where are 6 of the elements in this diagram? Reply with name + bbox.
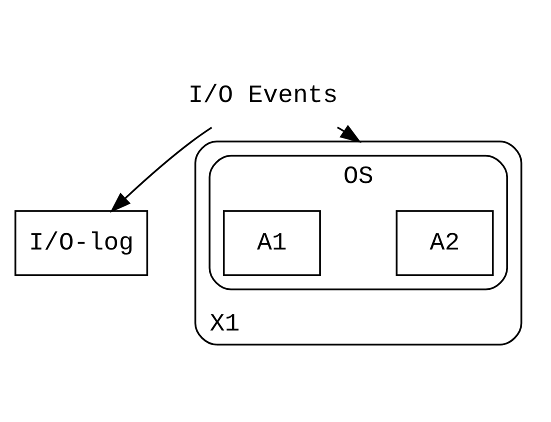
node-box: I/O-log: [14, 210, 148, 276]
node-box: A1: [222, 210, 321, 276]
arrow: [336, 124, 362, 144]
node-text: I/O Events: [188, 82, 338, 110]
node-box: A2: [396, 210, 494, 276]
arrow: [110, 126, 212, 213]
